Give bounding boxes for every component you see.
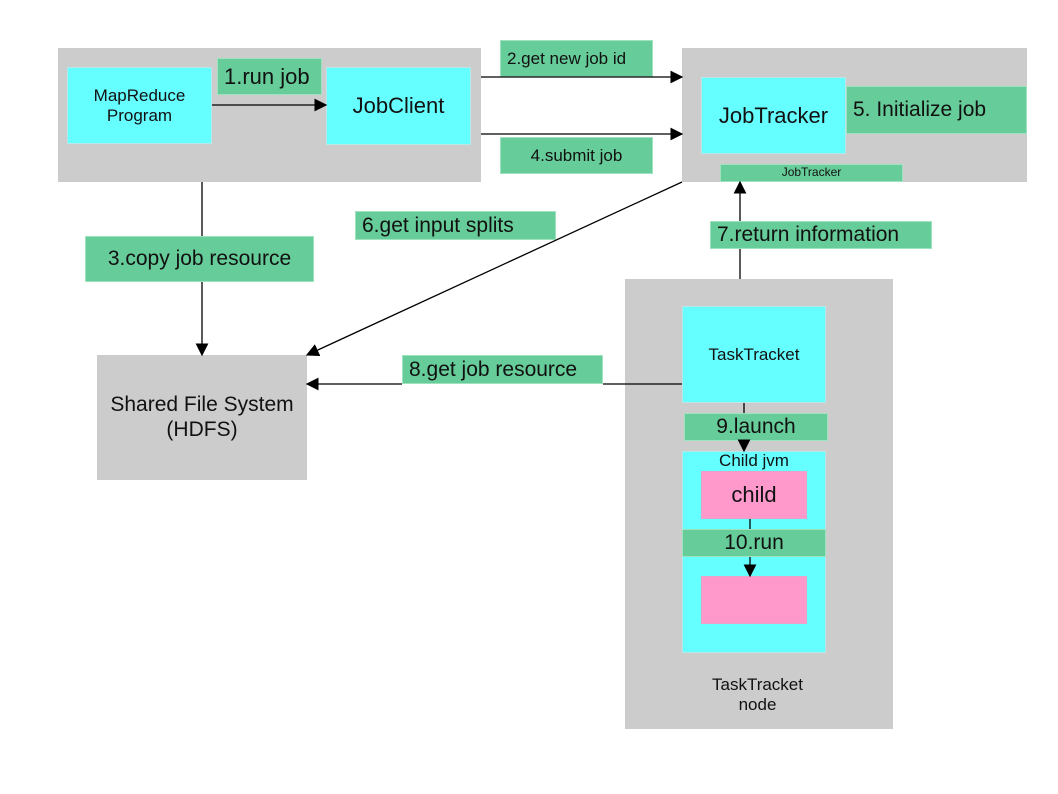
jobclient-box: JobClient — [326, 67, 471, 145]
step-run: 10.run — [682, 529, 826, 557]
step-submit-job: 4.submit job — [500, 137, 653, 174]
step-initialize-job: 5. Initialize job — [846, 86, 1027, 134]
step-return-information: 7.return information — [710, 221, 932, 249]
tasktracket-box: TaskTracket — [682, 306, 826, 403]
step-get-input-splits: 6.get input splits — [355, 211, 556, 240]
shared-file-system-box: Shared File System (HDFS) — [97, 355, 307, 480]
step-get-new-job-id: 2.get new job id — [500, 40, 653, 77]
jobtracker-small-label: JobTracker — [720, 164, 903, 182]
step-copy-job-resource: 3.copy job resource — [85, 236, 314, 282]
step-launch: 9.launch — [684, 413, 828, 441]
step-run-job: 1.run job — [217, 58, 322, 95]
mapreduce-program-box: MapReduce Program — [67, 67, 212, 144]
jobtracker-box: JobTracker — [701, 77, 846, 154]
child-box: child — [701, 471, 807, 519]
tasktracket-node-label: TaskTracket node — [711, 675, 803, 714]
step-get-job-resource: 8.get job resource — [402, 355, 603, 384]
child-output-box — [701, 576, 807, 624]
child-jvm-label: Child jvm — [719, 451, 789, 471]
